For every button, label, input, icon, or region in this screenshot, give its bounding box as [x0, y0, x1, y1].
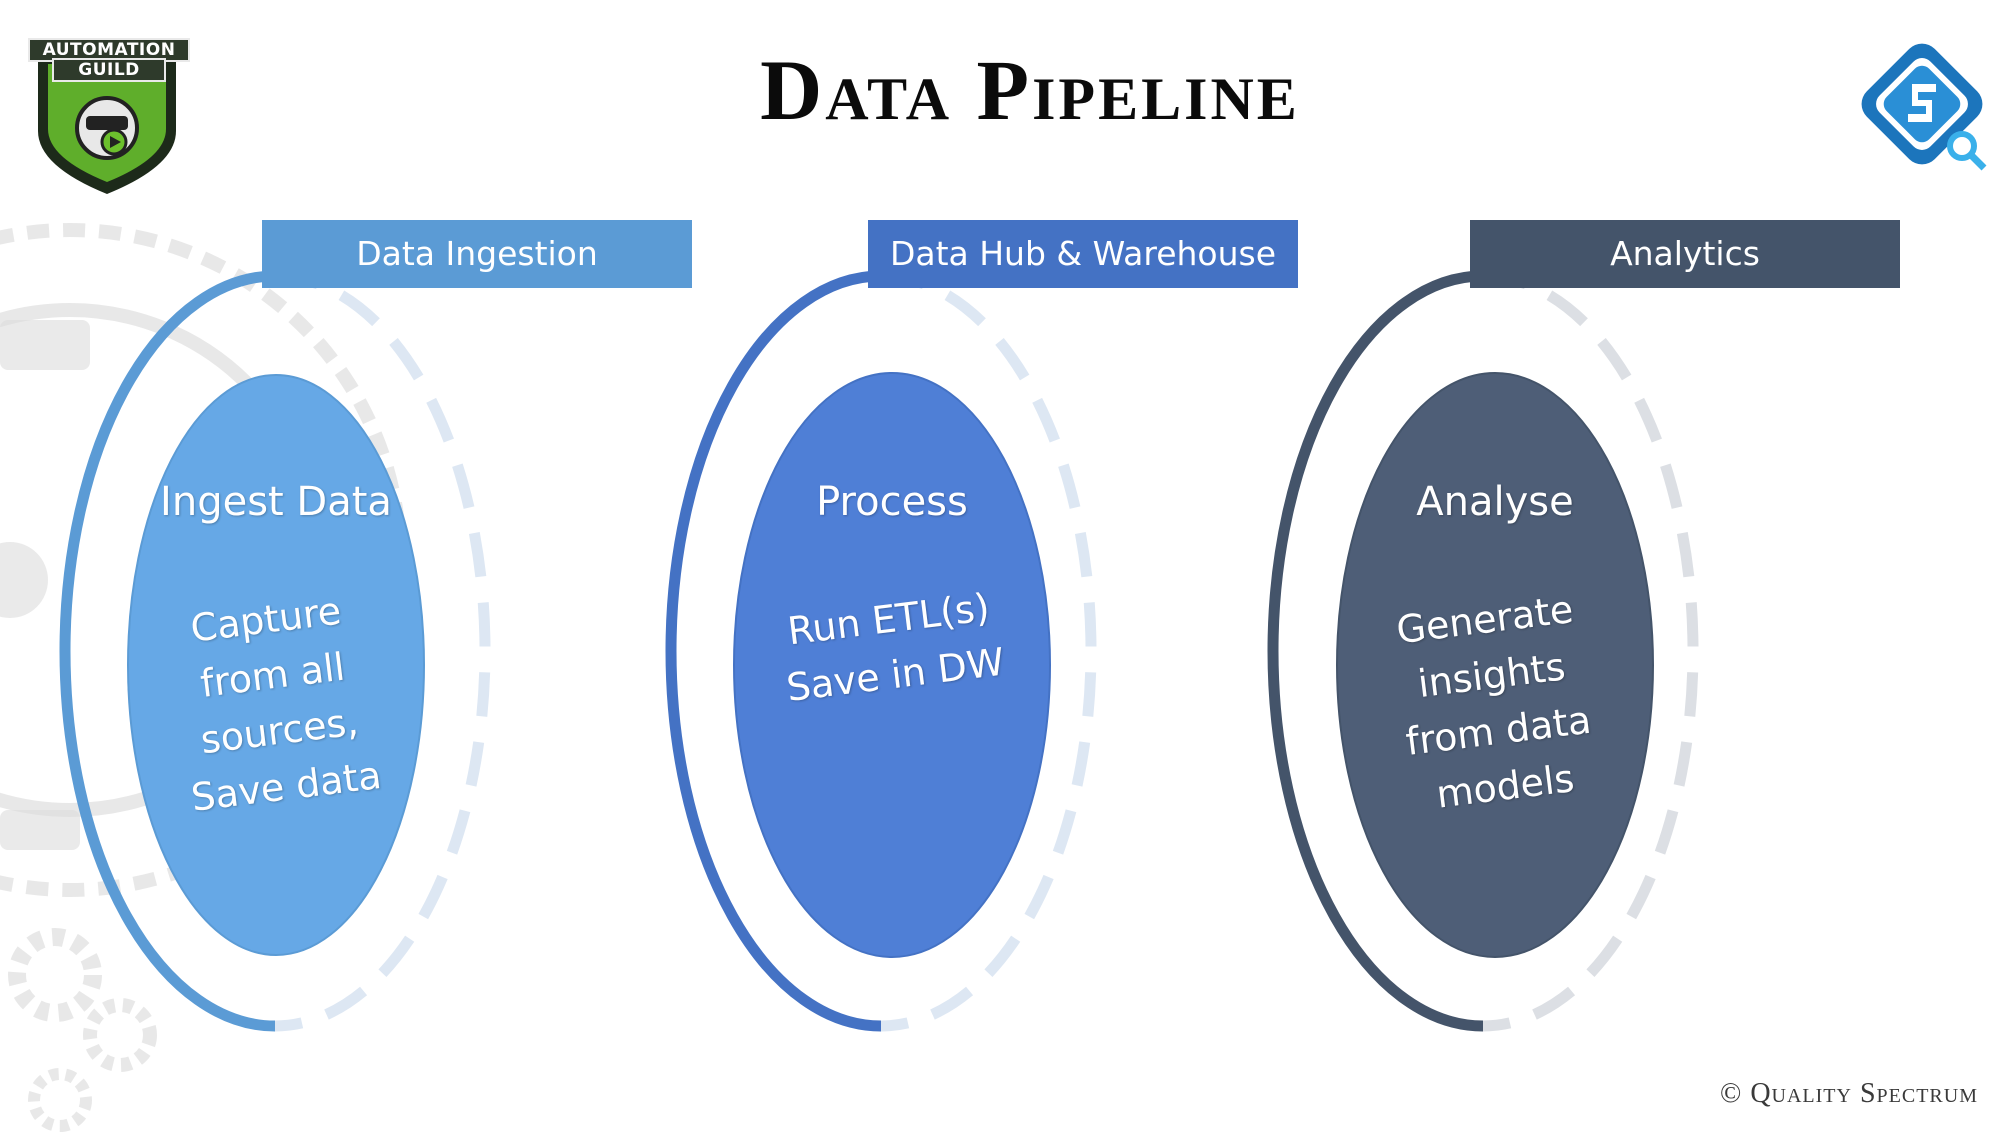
disc-heading: Analyse — [1416, 479, 1574, 525]
disc-heading: Process — [816, 479, 968, 525]
disc-text-process: Process Run ETL(s) Save in DW — [772, 475, 1012, 710]
shield-badge-icon — [38, 56, 176, 194]
banner-data-hub-warehouse: Data Hub & Warehouse — [868, 220, 1298, 288]
banner-analytics: Analytics — [1470, 220, 1900, 288]
stage-ring — [1267, 270, 1699, 1032]
automation-guild-logo: AUTOMATION GUILD — [28, 36, 190, 196]
disc-text-analyse: Analyse Generate insights from data mode… — [1375, 475, 1615, 817]
disc-body: Run ETL(s) Save in DW — [784, 585, 1007, 710]
slide-title: Data Pipeline — [760, 42, 1300, 138]
logo-left-text-line2: GUILD — [52, 58, 166, 82]
copyright-footer: © Quality Spectrum — [1720, 1078, 1978, 1109]
banner-data-ingestion: Data Ingestion — [262, 220, 692, 288]
disc-body: Capture from all sources, Save data — [188, 588, 384, 820]
stage-ring — [665, 270, 1097, 1032]
disc-heading: Ingest Data — [160, 479, 392, 525]
disc-text-ingest: Ingest Data Capture from all sources, Sa… — [156, 475, 396, 820]
disc-body: Generate insights from data models — [1393, 586, 1594, 817]
quality-spectrum-logo-icon — [1861, 43, 1987, 171]
stage-ring — [59, 270, 491, 1032]
